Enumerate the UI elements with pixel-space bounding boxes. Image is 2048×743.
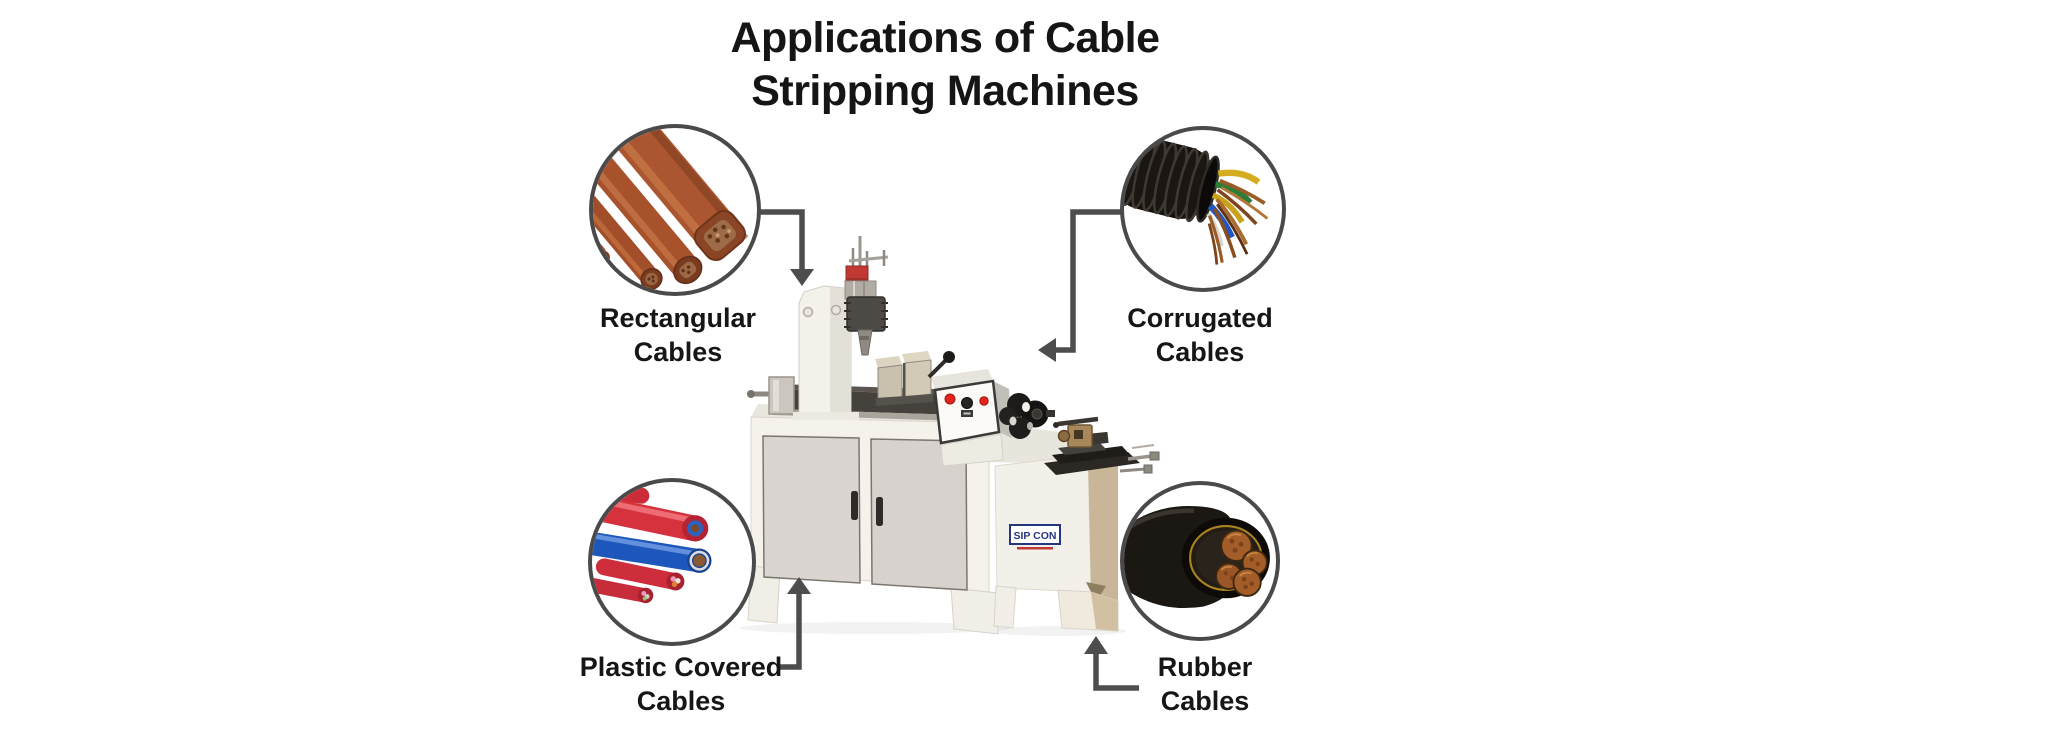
label-line: Rectangular (599, 303, 757, 333)
machine-column (793, 285, 859, 420)
cable-stripping-machine-image: SIP CON (740, 236, 1160, 636)
brand-sub-line (1017, 547, 1053, 550)
connector-rectangular-cables (757, 209, 814, 286)
rectangular-cables-image (593, 128, 749, 290)
callout-circle-rubber-cables (1120, 481, 1280, 641)
page-title-line1: Applications of Cable (730, 14, 1160, 62)
connector-rubber-cables (1084, 636, 1139, 691)
plastic-covered-cables-image (592, 482, 712, 604)
rubber-cables-image (1124, 506, 1270, 609)
corrugated-cables-image (1124, 131, 1269, 265)
label-line: Cables (1155, 337, 1245, 367)
callout-label-rectangular-cables: Rectangular Cables (578, 301, 778, 369)
callout-label-rubber-cables: Rubber Cables (1105, 650, 1305, 718)
label-line: Cables (636, 686, 726, 716)
callout-label-corrugated-cables: Corrugated Cables (1100, 301, 1300, 369)
door-handle-left (851, 491, 858, 520)
callout-circle-plastic-covered-cables (588, 478, 756, 646)
red-button-right (979, 396, 989, 406)
door-handle-right (876, 497, 883, 526)
label-line: Corrugated (1127, 303, 1273, 333)
callout-label-plastic-covered-cables: Plastic Covered Cables (555, 650, 807, 718)
copper-conductors (1215, 529, 1268, 597)
arrowhead-left-icon (1038, 338, 1056, 362)
machine-chuck-wheel (999, 393, 1055, 439)
vise-lever (927, 357, 949, 379)
machine-brand-label: SIP CON (1009, 524, 1061, 550)
connector-corrugated-cables (1038, 209, 1121, 362)
machine-tool-head (844, 236, 889, 356)
arrowhead-up-icon (1084, 636, 1108, 654)
machine-doors (762, 435, 968, 591)
callout-circle-corrugated-cables (1120, 126, 1286, 292)
label-line: Cables (633, 337, 723, 367)
black-button (961, 397, 973, 409)
callout-circle-rectangular-cables (589, 124, 761, 296)
label-line: Cables (1160, 686, 1250, 716)
arrowhead-down-icon (790, 269, 814, 286)
connector-plastic-covered-cables (780, 577, 811, 670)
red-button-left (944, 393, 956, 405)
label-line: Plastic Covered (579, 652, 783, 682)
machine-vise (875, 351, 955, 406)
label-line: Rubber (1157, 652, 1253, 682)
page-title-line2: Stripping Machines (751, 67, 1139, 115)
arrowhead-up-icon (787, 577, 811, 594)
page-title: Applications of Cable Stripping Machines (645, 12, 1245, 118)
machine-brand-text: SIP CON (1014, 530, 1057, 542)
machine-tailstock-slide (1044, 416, 1160, 475)
machine-pedestal (993, 454, 1119, 632)
